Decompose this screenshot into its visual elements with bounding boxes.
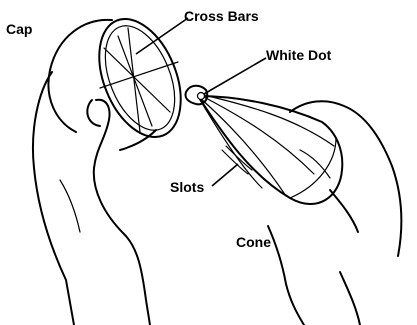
cone-illustration: [185, 86, 342, 204]
cap-label: Cap: [6, 21, 32, 37]
white-dot-leader: [204, 58, 266, 94]
cross-bars-label: Cross Bars: [184, 8, 259, 24]
cross-bars-illustration: [100, 28, 178, 132]
cross-bars-leader: [136, 18, 188, 54]
slots-label: Slots: [170, 179, 204, 195]
white-dot-marker: [198, 93, 205, 100]
slots-leader: [212, 164, 238, 186]
cone-label: Cone: [236, 234, 271, 250]
white-dot-label: White Dot: [266, 47, 332, 63]
